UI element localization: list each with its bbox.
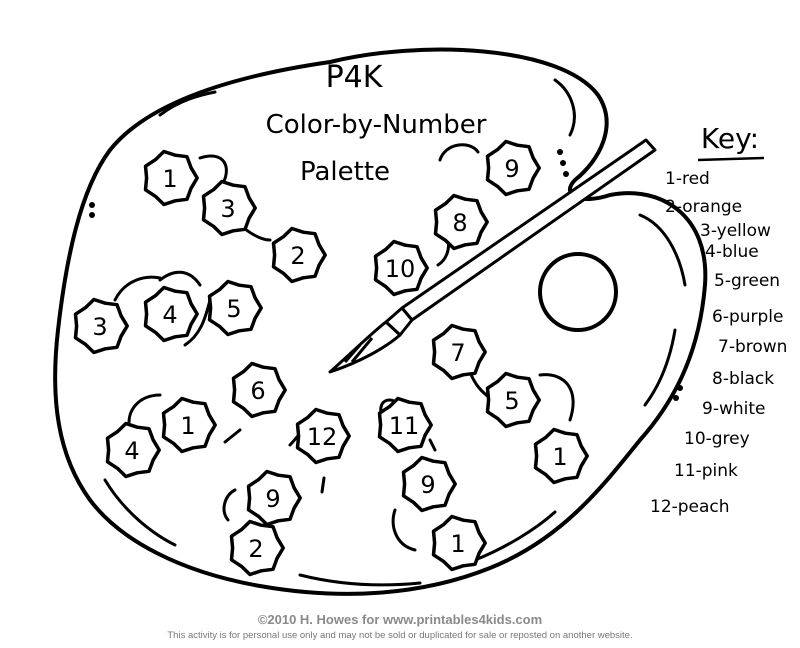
blob-shape (246, 469, 302, 527)
blob-number: 5 (226, 295, 241, 323)
blob-number: 12 (307, 423, 338, 451)
blob-number: 2 (248, 535, 263, 563)
blob-number: 4 (124, 437, 139, 465)
blob-shape (401, 455, 457, 513)
key-entry: 11-pink (674, 461, 738, 481)
rim-dots (89, 149, 683, 401)
blob-number: 10 (385, 255, 416, 283)
rim-decorations (103, 78, 687, 587)
blob-number: 3 (92, 313, 107, 341)
blob-number: 5 (504, 387, 519, 415)
title-line-3: Palette (300, 157, 390, 187)
blob-shape (431, 514, 487, 572)
key-entry: 6-purple (712, 307, 783, 327)
blob-number: 9 (420, 471, 435, 499)
title-line-1: P4K (326, 60, 384, 95)
blob-shape (533, 427, 589, 485)
paintbrush (328, 138, 657, 374)
key-entry: 12-peach (650, 497, 730, 517)
blob-shape (433, 193, 489, 251)
palette-outline (53, 47, 708, 596)
blob-shape (229, 519, 285, 577)
blob-number: 1 (162, 165, 177, 193)
blob-shape (431, 323, 487, 381)
blob-number: 1 (450, 530, 465, 558)
blob-shape (143, 149, 199, 207)
blob-number: 11 (389, 412, 420, 440)
key-heading-underline (697, 156, 765, 162)
key-entry: 3-yellow (700, 221, 771, 241)
blob-shape (295, 407, 351, 465)
blob-number: 1 (180, 412, 195, 440)
blob-shape (377, 396, 433, 454)
title-line-2: Color-by-Number (266, 110, 487, 140)
blob-shape (73, 297, 129, 355)
key-heading: Key: (701, 122, 759, 155)
key-entry: 9-white (702, 399, 765, 419)
blob-number: 7 (450, 339, 465, 367)
blob-number: 6 (250, 377, 265, 405)
blob-number: 9 (265, 485, 280, 513)
blob-number: 4 (162, 301, 177, 329)
blob-shape (231, 361, 287, 419)
blob-number: 9 (504, 155, 519, 183)
blob-shape (105, 421, 161, 479)
key-entry: 8-black (712, 369, 774, 389)
blob-shape (485, 371, 541, 429)
usage-notice: This activity is for personal use only a… (167, 630, 633, 641)
blob-number: 1 (552, 443, 567, 471)
blob-shape (373, 239, 429, 297)
blob-shape (201, 179, 257, 237)
key-entry: 1-red (665, 169, 710, 189)
connector-lines (113, 143, 575, 552)
blob-shape (161, 396, 217, 454)
blob-number: 2 (290, 242, 305, 270)
key-entry: 5-green (714, 271, 780, 291)
blob-shape (207, 279, 263, 337)
copyright-text: ©2010 H. Howes for www.printables4kids.c… (257, 612, 543, 627)
key-entry: 7-brown (718, 337, 787, 357)
key-entry: 10-grey (684, 429, 750, 449)
blob-number: 3 (220, 195, 235, 223)
blob-number: 8 (452, 209, 467, 237)
blob-shape (143, 285, 199, 343)
blob-shape (485, 139, 541, 197)
thumb-hole (538, 252, 618, 332)
blob-shape (271, 226, 327, 284)
key-entry: 2-orange (665, 197, 742, 217)
key-entry: 4-blue (705, 242, 759, 262)
